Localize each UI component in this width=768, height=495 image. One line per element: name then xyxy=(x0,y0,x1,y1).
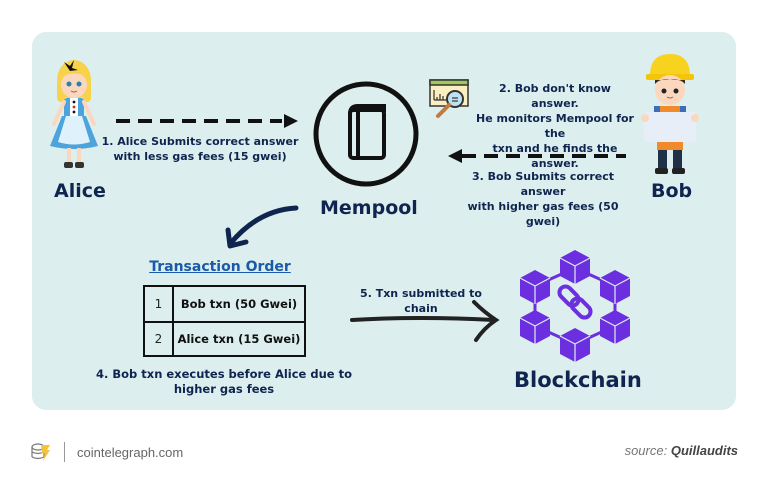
alice-submit-arrow xyxy=(116,114,298,128)
row-rank: 1 xyxy=(145,287,174,321)
step4-line1: 4. Bob txn executes before Alice due to xyxy=(96,367,352,381)
step4-text: 4. Bob txn executes before Alice due to … xyxy=(94,367,354,397)
step2-line2: He monitors Mempool for the xyxy=(476,112,634,140)
step1-line2: with less gas fees (15 gwei) xyxy=(113,150,287,163)
table-row: 2 Alice txn (15 Gwei) xyxy=(145,321,304,355)
step2-text: 2. Bob don't know answer. He monitors Me… xyxy=(474,81,636,171)
step5-line1: 5. Txn submitted to xyxy=(360,287,482,300)
step3-line2: with higher gas fees (50 gwei) xyxy=(467,200,619,228)
step2-line1: 2. Bob don't know answer. xyxy=(499,82,611,110)
diagram-panel xyxy=(32,32,736,410)
footer-site-link[interactable]: cointelegraph.com xyxy=(77,444,184,460)
source-prefix: source: xyxy=(624,443,668,458)
footer-divider xyxy=(64,442,65,462)
transaction-order-table: 1 Bob txn (50 Gwei) 2 Alice txn (15 Gwei… xyxy=(143,285,306,357)
blockchain-label: Blockchain xyxy=(514,368,642,392)
step1-text: 1. Alice Submits correct answer with les… xyxy=(100,134,300,164)
chain-link-icon xyxy=(557,284,593,320)
row-txn: Alice txn (15 Gwei) xyxy=(177,332,301,346)
footer-brand: cointelegraph.com xyxy=(30,441,183,463)
step5-text: 5. Txn submitted to chain xyxy=(356,286,486,316)
submit-to-chain-arrow xyxy=(350,300,500,342)
cointelegraph-logo-icon xyxy=(31,443,50,461)
bob-submit-arrow xyxy=(448,149,626,163)
alice-character-icon xyxy=(50,60,98,168)
table-row: 1 Bob txn (50 Gwei) xyxy=(145,287,304,321)
step2-line3: txn and he finds the answer. xyxy=(492,142,618,170)
row-txn: Bob txn (50 Gwei) xyxy=(180,297,298,311)
step1-line1: 1. Alice Submits correct answer xyxy=(101,135,299,148)
step5-line2: chain xyxy=(404,302,438,315)
bob-character-icon xyxy=(641,54,699,174)
mempool-to-order-arrow xyxy=(225,205,299,249)
step3-text: 3. Bob Submits correct answer with highe… xyxy=(452,169,634,229)
mempool-label: Mempool xyxy=(320,197,418,219)
source-name: Quillaudits xyxy=(670,443,738,458)
row-rank: 2 xyxy=(145,323,174,355)
monitor-search-icon xyxy=(429,79,469,118)
footer-source: source: Quillaudits xyxy=(625,443,738,458)
bob-name: Bob xyxy=(651,180,693,202)
mempool-book-icon xyxy=(313,81,419,187)
transaction-order-title: Transaction Order xyxy=(149,259,291,275)
step3-line1: 3. Bob Submits correct answer xyxy=(472,170,614,198)
blockchain-icon xyxy=(519,250,631,362)
alice-name: Alice xyxy=(54,180,106,202)
step4-line2: higher gas fees xyxy=(173,382,275,396)
